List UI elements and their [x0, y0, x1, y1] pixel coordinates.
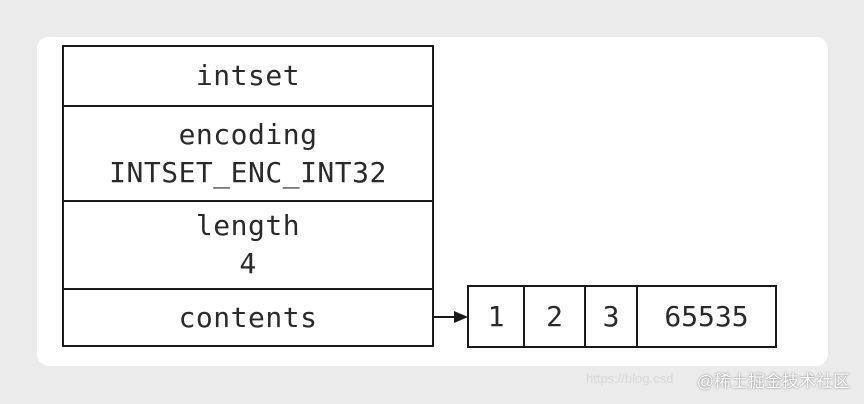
array-cell: 2 [525, 287, 586, 346]
array-cell: 3 [586, 287, 638, 346]
array-cell: 1 [469, 287, 525, 346]
length-field-name: length [195, 209, 301, 242]
encoding-field-name: encoding [178, 117, 318, 151]
length-field-value: 4 [239, 247, 257, 280]
encoding-field-value: INTSET_ENC_INT32 [109, 155, 387, 189]
arrow-head [454, 311, 468, 323]
length-cell: length 4 [64, 202, 432, 290]
watermark-text: @稀土掘金技术社区 [696, 372, 850, 391]
array-cell: 65535 [664, 300, 749, 333]
contents-pointer-arrow [432, 311, 468, 323]
faint-watermark-url: https://blog.csd [586, 371, 674, 386]
contents-cell: contents [64, 290, 432, 345]
contents-field-name: contents [178, 300, 318, 334]
contents-array: 1 2 3 65535 [467, 285, 777, 348]
encoding-cell: encoding INTSET_ENC_INT32 [64, 107, 432, 202]
intset-struct-box: intset encoding INTSET_ENC_INT32 length … [62, 45, 434, 347]
intset-title: intset [195, 59, 301, 92]
intset-title-cell: intset [64, 47, 432, 107]
